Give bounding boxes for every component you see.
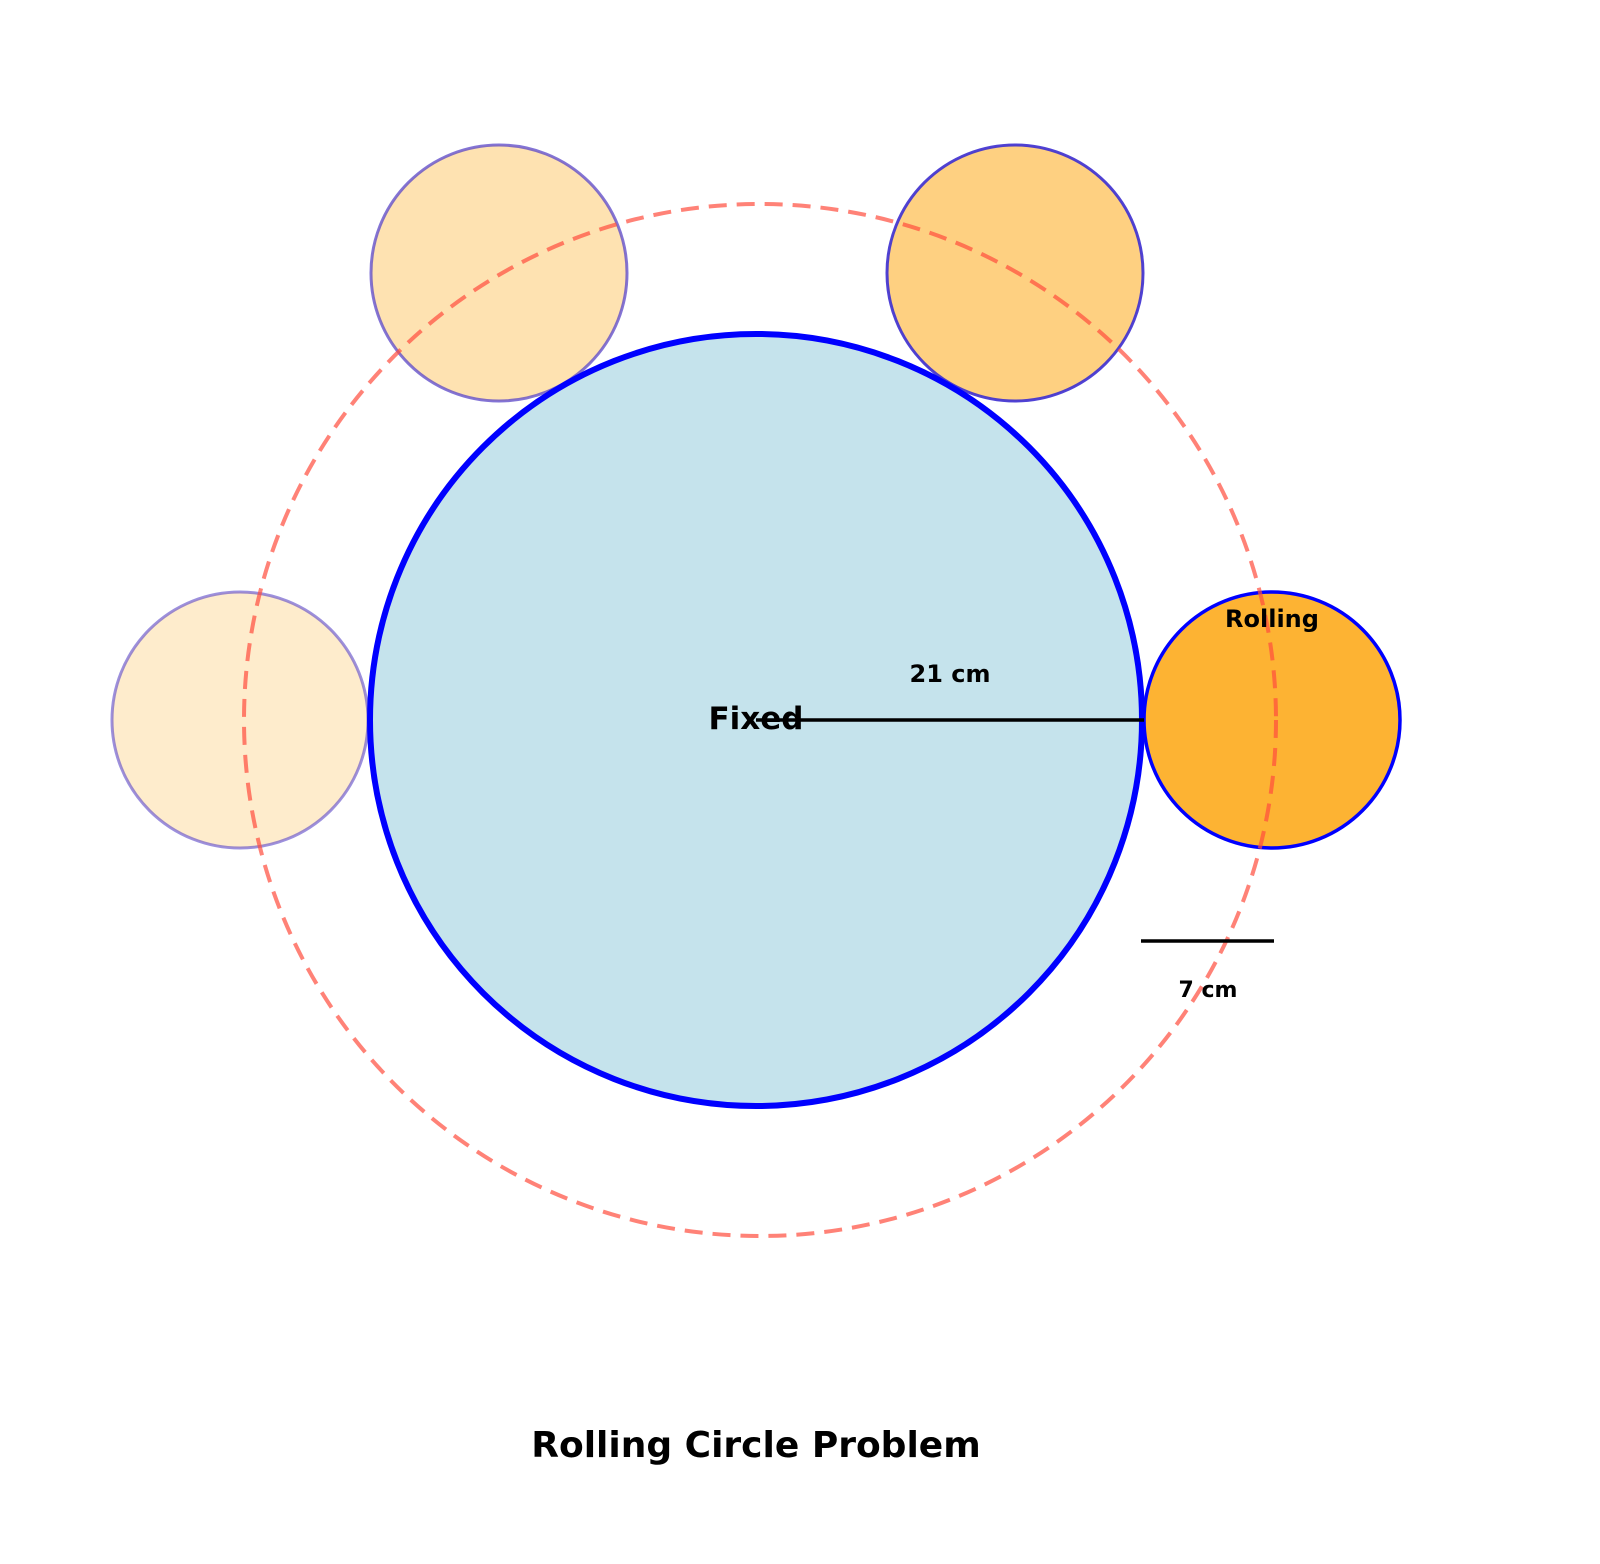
rolling-radius-label: 7 cm (1179, 978, 1238, 1003)
center-path-dashed-circle (242, 202, 1278, 1238)
fixed-radius-label: 21 cm (910, 660, 991, 688)
rolling-label: Rolling (1225, 605, 1319, 633)
fixed-label: Fixed (708, 701, 803, 737)
diagram-title: Rolling Circle Problem (531, 1425, 980, 1466)
ghost-rolling-circle-left (110, 590, 370, 850)
